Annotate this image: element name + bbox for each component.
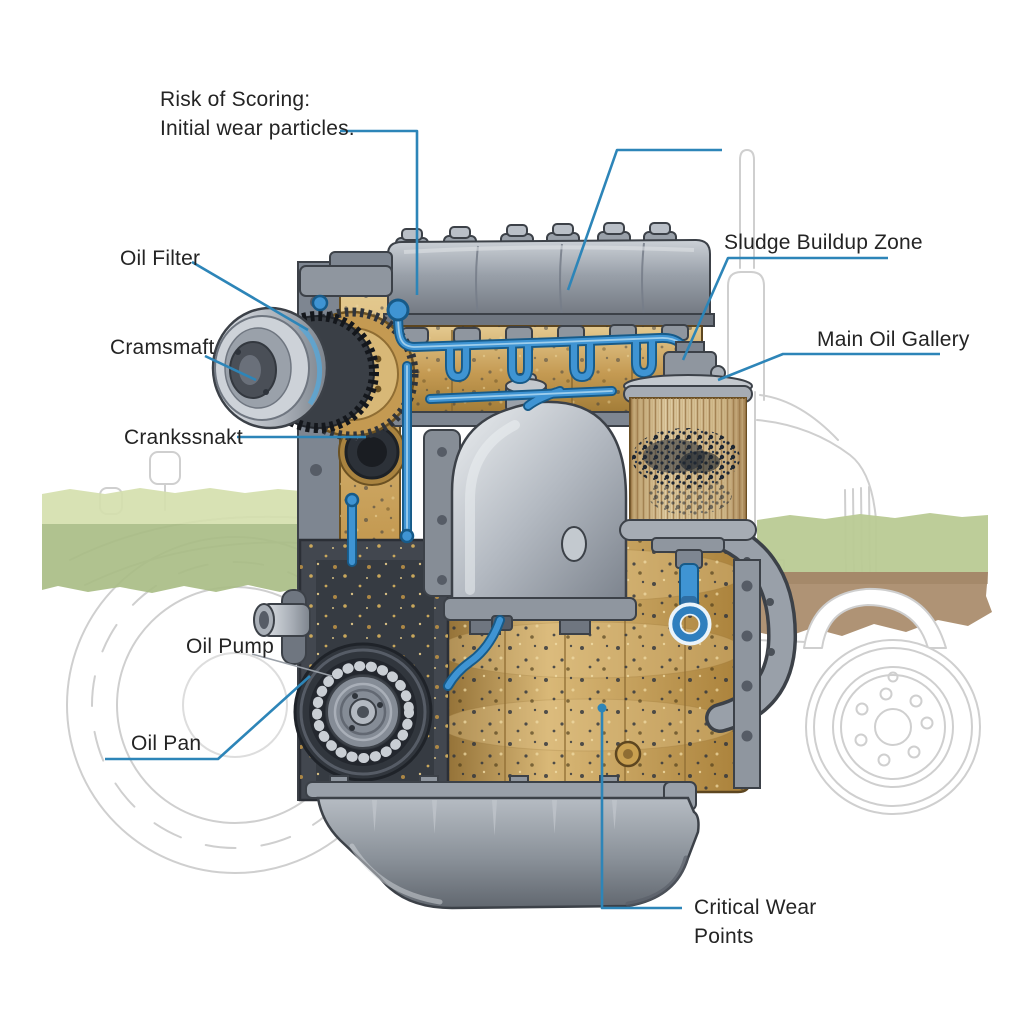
label-critical-line1: Critical Wear [694,896,817,919]
crankshaft-pulley-bearing [293,642,433,782]
pulley-highlight [298,324,323,406]
valve-cover [299,222,715,327]
grass-band [42,488,988,593]
label-critical-wear-points: Critical Wear Points [694,894,816,951]
leader-lines [105,129,940,910]
block-rear-flange [733,559,761,789]
leader-sludge-zone [681,256,888,361]
label-oil-pan: Oil Pan [131,732,202,755]
leader-unlabeled-top [566,148,722,291]
label-risk-line1: Risk of Scoring: [160,88,311,111]
label-sludge-buildup-zone: Sludge Buildup Zone [724,231,923,254]
label-cramsmaft: Cramsmaft [110,336,215,359]
leader-critical-wear [600,708,682,910]
crankshaft-damper-pulley [211,306,329,430]
label-oil-pump: Oil Pump [186,635,274,658]
side-pipe-stub [253,603,311,637]
engine [211,222,798,910]
oil-port [386,298,410,322]
leader-oil-filter [191,260,309,332]
front-wheel-sketch [803,587,981,815]
label-main-oil-gallery: Main Oil Gallery [817,328,970,351]
leader-cramsmaft [204,354,257,382]
label-crankssnakt: Crankssnakt [124,426,243,449]
flange-bolts [741,580,753,742]
label-risk-line2: Initial wear particles. [160,116,355,140]
filter-drain-hook [668,549,712,646]
oil-port-small [311,294,329,312]
leader-oil-pump [251,653,333,677]
oil-gallery-lines [311,294,692,686]
label-risk-of-scoring: Risk of Scoring: Initial wear particles. [160,86,355,143]
front-fender-sketch [803,587,947,649]
oil-pump-dome [423,373,637,635]
leader-main-oil-gallery [717,352,940,382]
leader-risk-of-scoring [340,129,419,295]
label-oil-filter: Oil Filter [120,247,201,270]
oil-pan [305,775,700,910]
oil-filter-assembly [619,341,757,646]
label-critical-line2: Points [694,924,754,948]
filter-sludge [632,428,740,515]
leader-oil-pan [105,675,311,761]
exhaust-stack-sketch [727,149,765,401]
leader-dot-critical-wear [597,703,607,713]
